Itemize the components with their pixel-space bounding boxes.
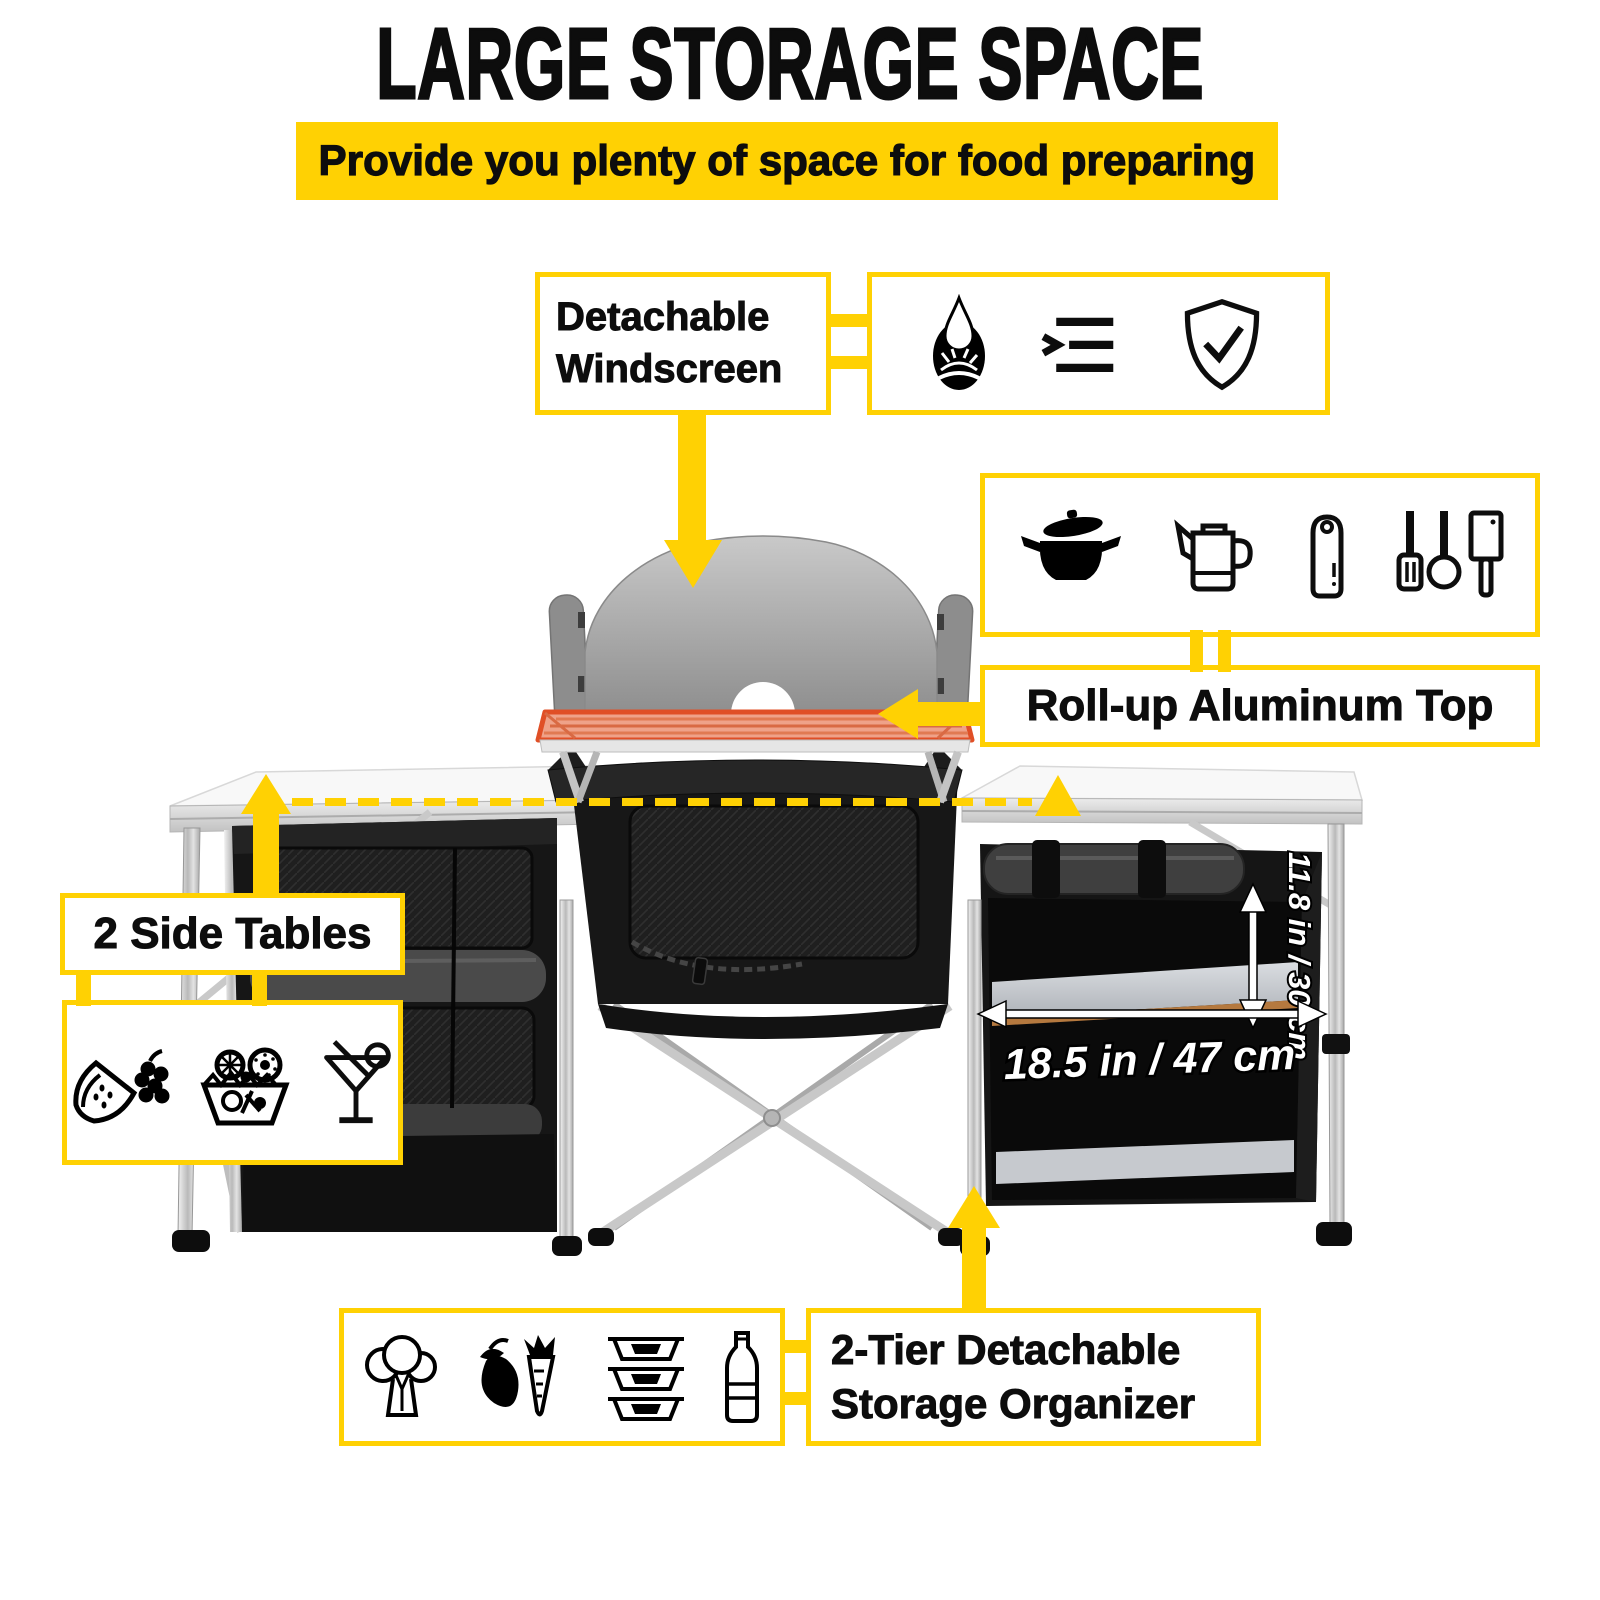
connector [76, 970, 91, 1006]
windscreen-label-line1: Detachable [555, 295, 770, 340]
connector [780, 1392, 810, 1405]
bottle-icon [716, 1327, 768, 1427]
organizer-label-line2: Storage Organizer [830, 1380, 1196, 1428]
utensils-icon [1389, 505, 1513, 605]
connector [780, 1340, 810, 1353]
groceries-icons-box [339, 1308, 785, 1446]
connector [826, 356, 872, 369]
checklist-icon [1036, 298, 1128, 390]
page-title-text: LARGE STORAGE SPACE [375, 8, 1204, 120]
center-storage-bag [547, 746, 963, 1039]
windscreen-label-line2: Windscreen [555, 346, 783, 391]
windscreen-callout-box: Detachable Windscreen [535, 272, 831, 415]
cookware-icons-box [980, 473, 1540, 637]
organizer-arrow [948, 1186, 1000, 1312]
watermelon-grapes-icon [61, 1033, 183, 1133]
subtitle-text: Provide you plenty of space for food pre… [318, 136, 1256, 185]
connector [1190, 630, 1203, 672]
connector [1218, 630, 1231, 672]
organizer-callout-box: 2-Tier Detachable Storage Organizer [806, 1308, 1261, 1446]
pot-icon [1007, 505, 1135, 605]
side-tables-callout-box: 2 Side Tables [60, 893, 405, 975]
center-folding-frame [552, 899, 990, 1256]
side-tables-arrow [241, 774, 291, 898]
broccoli-icon [356, 1327, 448, 1427]
windscreen [548, 535, 974, 746]
height-dimension: 11.8 in / 30 cm [1238, 850, 1319, 1062]
shield-check-icon [1174, 294, 1270, 394]
rollup-top-label: Roll-up Aluminum Top [1026, 680, 1494, 730]
page-title: LARGE STORAGE SPACE [0, 8, 1580, 120]
connector [252, 970, 267, 1006]
rollup-top-arrow [878, 689, 984, 739]
side-tables-label: 2 Side Tables [93, 908, 372, 958]
organizer-label-line1: 2-Tier Detachable [830, 1326, 1181, 1374]
windproof-icon [928, 293, 990, 394]
cutting-board-icon [1291, 505, 1363, 605]
subtitle-banner: Provide you plenty of space for food pre… [296, 122, 1278, 200]
kettle-icon [1161, 505, 1265, 605]
food-icons-box [62, 1000, 403, 1165]
eggplant-carrot-icon [466, 1327, 576, 1427]
right-storage-compartment [980, 840, 1322, 1206]
windscreen-arrow [664, 410, 722, 588]
food-containers-icon [594, 1327, 698, 1427]
rollup-top-callout-box: Roll-up Aluminum Top [980, 665, 1540, 747]
width-dimension: 18.5 in / 47 cm [976, 999, 1328, 1092]
width-dimension-label: 18.5 in / 47 cm [1003, 1031, 1296, 1089]
tabletop-dashed-line [292, 775, 1081, 816]
cocktail-icon [307, 1033, 405, 1133]
fruit-bowl-icon [189, 1033, 301, 1133]
feature-icons-box [867, 272, 1330, 415]
connector [826, 314, 872, 327]
height-dimension-label: 11.8 in / 30 cm [1282, 852, 1317, 1060]
